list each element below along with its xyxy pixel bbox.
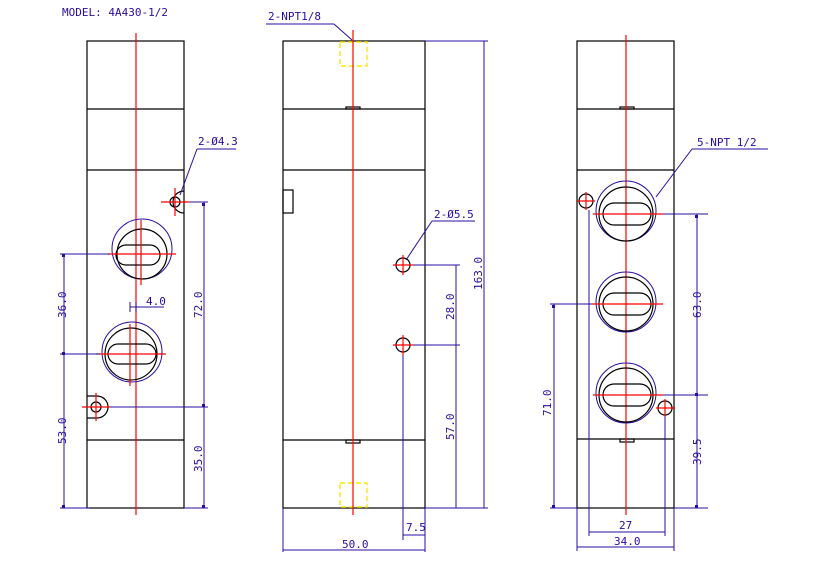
dim-163: 163.0 — [472, 257, 485, 290]
dim-36: 36.0 — [56, 292, 69, 319]
mounting-hole-upper — [393, 255, 413, 275]
dim-53: 53.0 — [56, 418, 69, 445]
port-1 — [593, 180, 663, 242]
mounting-hole-upper — [577, 192, 595, 210]
dim-57: 57.0 — [444, 414, 457, 441]
port-callout: 5-NPT 1/2 — [697, 136, 757, 149]
dim-28: 28.0 — [444, 294, 457, 321]
rear-view: 5-NPT 1/2 63.0 39.5 71.0 27 34.0 — [541, 35, 768, 551]
dim-27: 27 — [619, 519, 632, 532]
dim-71: 71.0 — [541, 390, 554, 417]
dim-63: 63.0 — [691, 292, 704, 319]
mounting-hole-lower — [656, 399, 675, 417]
mounting-hole-lower — [393, 335, 413, 355]
front-view: 2-Ø4.3 36.0 53.0 72.0 35.0 4.0 — [56, 33, 238, 515]
side-view: 2-NPT1/8 2-Ø5.5 28.0 57.0 163.0 7.5 50.0 — [266, 10, 488, 552]
hole-callout: 2-Ø4.3 — [198, 135, 238, 148]
dim-4: 4.0 — [146, 295, 166, 308]
dim-50: 50.0 — [342, 538, 369, 551]
port-2 — [593, 271, 663, 333]
mounting-hole-upper — [161, 188, 190, 216]
dim-34: 34.0 — [614, 535, 641, 548]
port-upper — [108, 218, 176, 285]
dim-35: 35.0 — [192, 446, 205, 473]
dim-39-5: 39.5 — [691, 439, 704, 466]
mounting-hole-lower — [82, 393, 110, 421]
pilot-callout: 2-NPT1/8 — [268, 10, 321, 23]
dim-72: 72.0 — [192, 292, 205, 319]
valve-body-outline — [282, 40, 426, 509]
port-lower — [96, 321, 166, 386]
dim-7-5: 7.5 — [406, 521, 426, 534]
port-3 — [593, 362, 663, 424]
hole-callout: 2-Ø5.5 — [434, 208, 474, 221]
model-title: MODEL: 4A430-1/2 — [62, 6, 168, 19]
